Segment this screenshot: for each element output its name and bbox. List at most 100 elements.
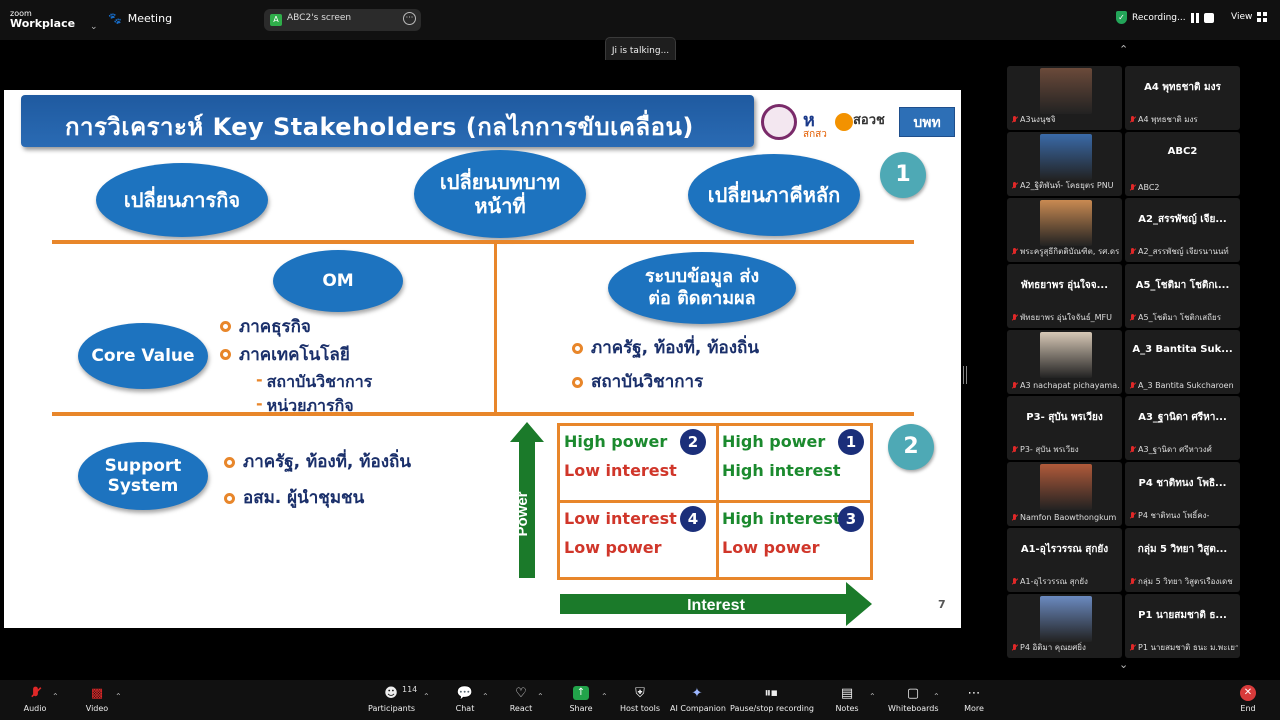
list-item: -สถาบันวิชาการ [256, 370, 372, 394]
chevron-down-icon[interactable]: ⌄ [90, 22, 98, 32]
participant-tile[interactable]: พัทธยาพร อุ่นใจจ...พัทธยาพร อุ่นใจจันธ์_… [1007, 264, 1122, 328]
participant-tile[interactable]: P1 นายสมชาติ ธ...P1 นายสมชาติ ธนะ ม.พะเย… [1125, 594, 1240, 658]
whiteboard-icon: ▢ [906, 685, 920, 701]
mic-muted-icon [1011, 513, 1018, 522]
meeting-menu[interactable]: 🐾 Meeting [108, 12, 172, 25]
participant-caption: P1 นายสมชาติ ธนะ ม.พะเยา [1129, 641, 1238, 654]
participant-name-display: พัทธยาพร อุ่นใจจ... [1020, 280, 1109, 291]
participants-button[interactable]: ☻ Participants [368, 684, 415, 714]
slide-title: การวิเคราะห์ Key Stakeholders (กลไกการขั… [65, 113, 694, 141]
participant-name: A3_ฐานิดา ศรีหาวงศ์ [1138, 445, 1212, 454]
nxpo-logo-text: สอวช [853, 113, 885, 128]
participant-tile[interactable]: A3_ฐานิดา ศรีหา...A3_ฐานิดา ศรีหาวงศ์ [1125, 396, 1240, 460]
share-icon: ↑ [568, 684, 594, 702]
participant-tile[interactable]: Namfon Baowthongkum [1007, 462, 1122, 526]
ai-companion-button[interactable]: ✦ AI Companion [670, 684, 726, 714]
subitem-text: หน่วยภารกิจ [266, 396, 354, 415]
shared-screen-pill[interactable]: A ABC2's screen ··· [264, 9, 421, 31]
bullet-icon [224, 456, 235, 468]
participant-caption: P4 ชาติทนง โพธิ์คง- [1129, 509, 1238, 522]
participant-tile[interactable]: พระครูสุธีกิตติบัณฑิต, รศ.ดร. [1007, 198, 1122, 262]
participant-tile[interactable]: A5_โชติมา โชติกเ...A5_โชติมา โชติกเสถียร [1125, 264, 1240, 328]
chat-label: Chat [455, 704, 475, 713]
participant-caption: Namfon Baowthongkum [1011, 513, 1120, 522]
participant-name: พระครูสุธีกิตติบัณฑิต, รศ.ดร. [1020, 247, 1120, 256]
pause-recording-icon[interactable] [1190, 12, 1199, 23]
mic-muted-icon [1011, 181, 1018, 190]
audio-options-chevron-icon[interactable]: ⌃ [52, 692, 59, 701]
logo-line1: zoom [10, 9, 32, 18]
host-tools-button[interactable]: ⛨ Host tools [620, 684, 660, 714]
zoom-workplace-logo[interactable]: zoom Workplace ⌄ [10, 9, 100, 33]
support-system-bullets: ภาครัฐ, ท้องที่, ท้องถิ่น อสม. ผู้นำชุมช… [224, 444, 411, 516]
participants-icon: ☻ [384, 685, 398, 701]
pause-stop-recording-button[interactable]: ⏸⏹ Pause/stop recording [730, 684, 814, 714]
participant-tile[interactable]: A_3 Bantita Suk...A_3 Bantita Sukcharoen [1125, 330, 1240, 394]
participant-tile[interactable]: A2_ฐิติพันท์- โคธยุตร PNU [1007, 132, 1122, 196]
participant-name: ABC2 [1138, 183, 1160, 192]
more-options-icon[interactable]: ··· [403, 12, 416, 25]
university-seal-logo [761, 104, 797, 140]
participant-tile[interactable]: A3นงนุชจิ [1007, 66, 1122, 130]
participant-video [1040, 68, 1092, 114]
panel-resize-handle[interactable] [963, 366, 967, 384]
cell-line1: High interest [722, 509, 841, 528]
scroll-up-icon[interactable]: ⌃ [1119, 43, 1129, 56]
participant-name: A3 nachapat pichayama... [1020, 381, 1120, 390]
participant-caption: A2_ฐิติพันท์- โคธยุตร PNU [1011, 179, 1120, 192]
notes-icon: ▤ [840, 685, 854, 701]
scroll-down-icon[interactable]: ⌄ [1119, 658, 1129, 671]
share-chevron-icon[interactable]: ⌃ [601, 692, 608, 701]
share-button[interactable]: ↑ Share [568, 684, 594, 713]
participant-name-display: P3- สุบัน พรเวียง [1026, 412, 1103, 423]
cell-line1: High power [722, 432, 826, 451]
nxpo-logo-mark [835, 113, 853, 131]
partner-logos: ห สกสว สอวช บพท [761, 104, 955, 140]
audio-button[interactable]: Audio [22, 684, 48, 713]
participant-tile[interactable]: P4 ชาติทนง โพธิ...P4 ชาติทนง โพธิ์คง- [1125, 462, 1240, 526]
video-button[interactable]: ▩ Video [84, 684, 110, 714]
video-options-chevron-icon[interactable]: ⌃ [115, 692, 122, 701]
participant-video [1040, 200, 1092, 246]
whiteboards-button[interactable]: ▢ Whiteboards [888, 684, 939, 714]
notes-chevron-icon[interactable]: ⌃ [869, 692, 876, 701]
core-value-bullets: ภาคธุรกิจ ภาคเทคโนโลยี [220, 312, 350, 368]
mic-muted-icon [1011, 445, 1018, 454]
react-chevron-icon[interactable]: ⌃ [537, 692, 544, 701]
more-button[interactable]: ⋯ More [962, 684, 986, 714]
pause-stop-icon: ⏸⏹ [764, 685, 778, 701]
participant-tile[interactable]: A3 nachapat pichayama... [1007, 330, 1122, 394]
participant-caption: A3นงนุชจิ [1011, 113, 1120, 126]
list-item: ภาครัฐ, ท้องที่, ท้องถิ่น [572, 331, 759, 365]
recording-label: Recording... [1132, 12, 1186, 23]
participant-tile[interactable]: A2_สรรพัชญ์ เจีย...A2_สรรพัชญ์ เจียรนานน… [1125, 198, 1240, 262]
participants-chevron-icon[interactable]: ⌃ [423, 692, 430, 701]
stop-recording-icon[interactable] [1203, 12, 1214, 23]
cell-line1: High power [564, 432, 668, 451]
list-item: สถาบันวิชาการ [572, 365, 759, 399]
logo-line2: Workplace [10, 17, 76, 30]
section-number-1: 1 [880, 152, 926, 198]
chat-button[interactable]: 💬 Chat [452, 684, 478, 714]
end-button[interactable]: ✕ End [1236, 684, 1260, 713]
notes-button[interactable]: ▤ Notes [834, 684, 860, 714]
react-button[interactable]: ♡ React [508, 684, 534, 714]
bullet-text: ภาครัฐ, ท้องที่, ท้องถิ่น [243, 452, 411, 472]
participant-tile[interactable]: กลุ่ม 5 วิทยา วิสูต...กลุ่ม 5 วิทยา วิสู… [1125, 528, 1240, 592]
participant-name-display: กลุ่ม 5 วิทยา วิสูต... [1137, 544, 1228, 555]
participant-tile[interactable]: P4 อิติมา คุณยศยิ่ง [1007, 594, 1122, 658]
power-label: Power [514, 491, 531, 536]
cell-line2: Low power [564, 538, 662, 557]
chat-chevron-icon[interactable]: ⌃ [482, 692, 489, 701]
whiteboards-chevron-icon[interactable]: ⌃ [933, 692, 940, 701]
cell-number: 3 [838, 506, 864, 532]
view-button[interactable]: View [1231, 12, 1268, 22]
